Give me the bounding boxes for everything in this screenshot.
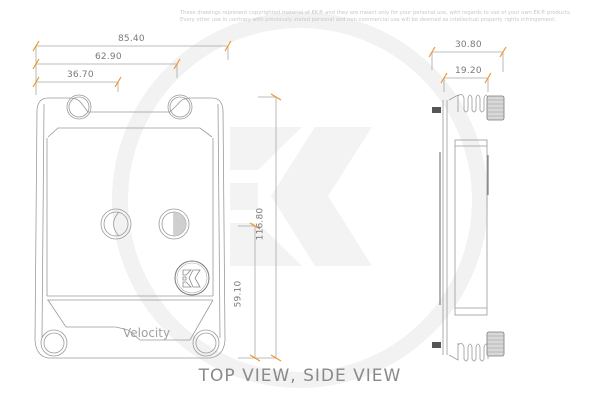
disclaimer-line-1: These drawings represent copyrighted mat… xyxy=(180,10,572,16)
side-view-block xyxy=(439,94,489,362)
dim-depth-body: 19.20 xyxy=(455,66,482,76)
ek-badge-icon xyxy=(174,260,210,296)
port-shading xyxy=(174,212,186,236)
dimension-ticks-side xyxy=(428,46,507,84)
dimension-lines-vertical xyxy=(238,96,277,359)
dimension-lines-side xyxy=(431,51,504,92)
dim-width-center: 36.70 xyxy=(67,70,94,80)
ek-watermark-icon xyxy=(112,12,488,388)
dimension-lines-top xyxy=(35,45,229,95)
dim-width-total: 85.40 xyxy=(118,34,145,44)
views-caption: TOP VIEW, SIDE VIEW xyxy=(198,366,402,386)
dimension-ticks-vertical xyxy=(249,93,282,362)
dim-height-total: 116.80 xyxy=(255,207,266,241)
side-view-nuts xyxy=(432,95,505,357)
dim-depth-total: 30.80 xyxy=(455,40,482,50)
copyright-disclaimer: These drawings represent copyrighted mat… xyxy=(180,10,600,24)
top-view-block xyxy=(34,94,226,359)
dim-height-center: 59.10 xyxy=(233,280,244,308)
dim-width-mid: 62.90 xyxy=(95,52,122,62)
dimension-ticks-top xyxy=(32,40,232,88)
disclaimer-line-2: Every other use in contrary with previou… xyxy=(180,17,556,23)
block-model-label: Velocity xyxy=(123,326,170,340)
